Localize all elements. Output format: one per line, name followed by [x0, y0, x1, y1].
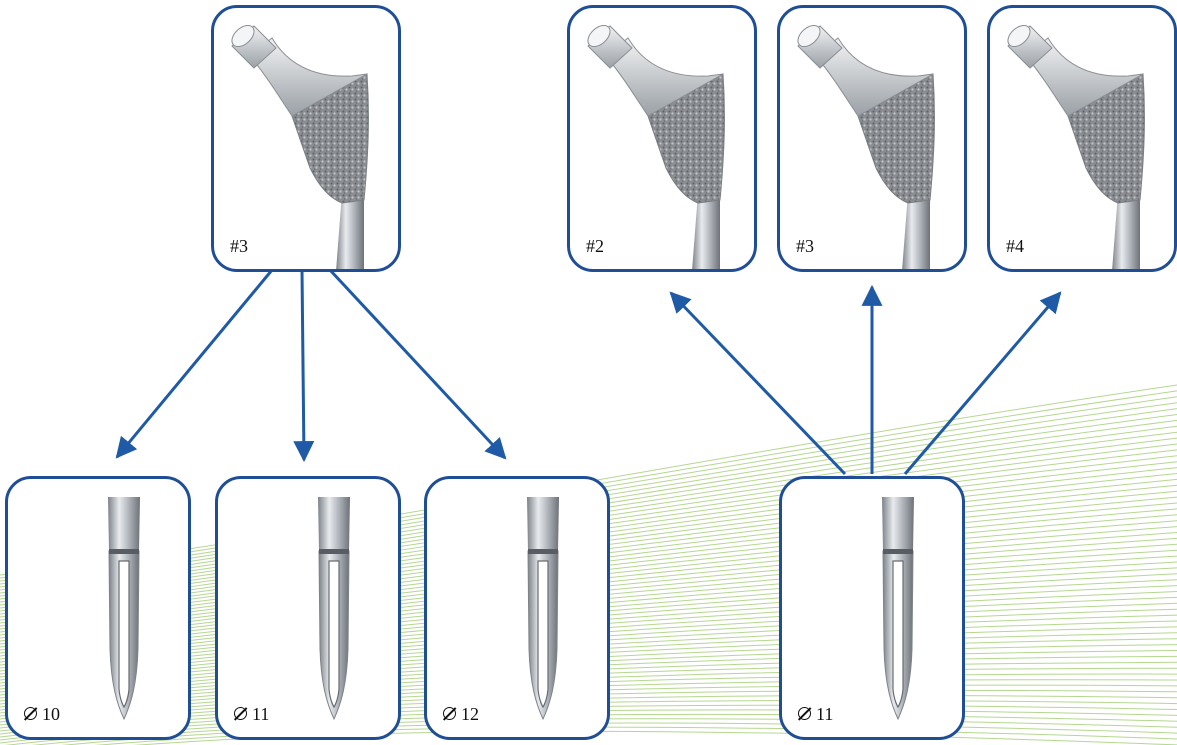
neck-size-label: #3 — [230, 236, 248, 257]
stem-diameter-label: 10 — [24, 704, 60, 725]
diameter-icon — [798, 707, 811, 720]
neck-card-right-4: #4 — [987, 5, 1177, 272]
stem-diameter-label: 11 — [234, 704, 269, 725]
stem-component-illustration — [8, 479, 190, 739]
stem-diameter-label: 12 — [443, 704, 479, 725]
stem-card-left-10: 10 — [5, 476, 191, 740]
neck-size-label: #3 — [796, 236, 814, 257]
neck-card-right-3: #3 — [777, 5, 967, 272]
neck-component-illustration — [570, 8, 756, 271]
diameter-icon — [24, 707, 37, 720]
diameter-icon — [443, 707, 456, 720]
neck-component-illustration — [214, 8, 400, 271]
stem-diameter-label: 11 — [798, 704, 833, 725]
neck-card-left-3: #3 — [211, 5, 401, 272]
stem-component-illustration — [218, 479, 400, 739]
neck-size-label: #4 — [1006, 236, 1024, 257]
stem-component-illustration — [782, 479, 964, 739]
stem-card-left-12: 12 — [424, 476, 610, 740]
arrow-neck3-to-stem12 — [330, 270, 505, 458]
stem-component-illustration — [427, 479, 609, 739]
stem-card-left-11: 11 — [215, 476, 401, 740]
neck-card-right-2: #2 — [567, 5, 757, 272]
neck-size-label: #2 — [586, 236, 604, 257]
stem-card-right-11: 11 — [779, 476, 965, 740]
arrow-stem11-to-neck4 — [905, 293, 1060, 474]
arrow-neck3-to-stem11 — [302, 270, 304, 460]
arrow-neck3-to-stem10 — [117, 270, 272, 457]
diameter-icon — [234, 707, 247, 720]
arrow-stem11-to-neck2 — [671, 293, 845, 474]
neck-component-illustration — [990, 8, 1176, 271]
neck-component-illustration — [780, 8, 966, 271]
